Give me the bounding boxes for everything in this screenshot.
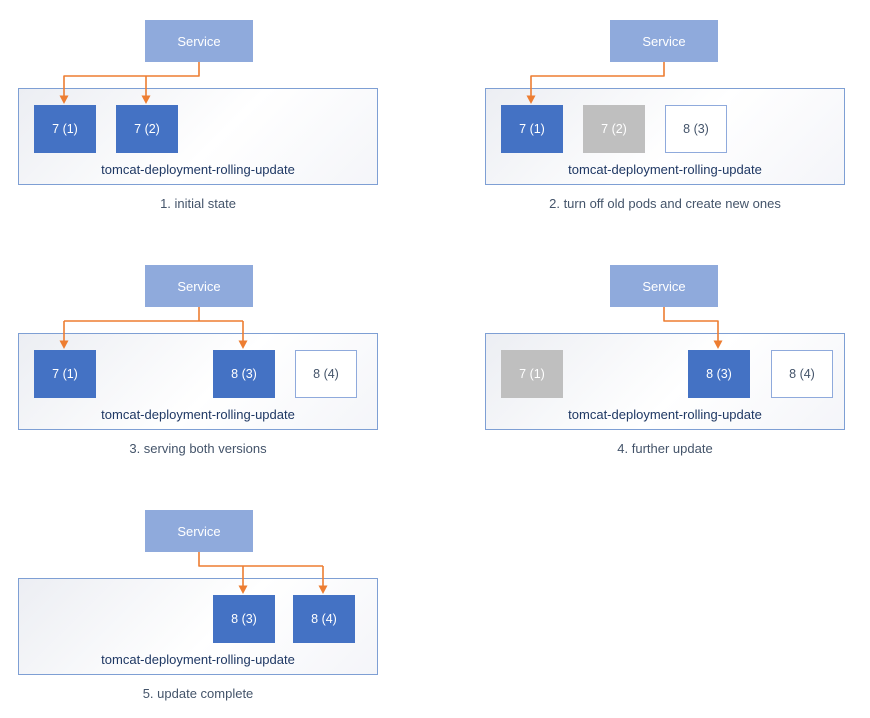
pod-8-3: 8 (3): [688, 350, 750, 398]
pod-7-2: 7 (2): [583, 105, 645, 153]
deployment-container: 7 (1) 7 (2) tomcat-deployment-rolling-up…: [18, 88, 378, 185]
pod-7-1: 7 (1): [34, 350, 96, 398]
service-label: Service: [177, 33, 221, 49]
service-box: Service: [610, 265, 718, 307]
panel-update-complete: Service 8 (3) 8 (4) tomcat-deployment-ro…: [0, 490, 435, 718]
deployment-container: 8 (3) 8 (4) tomcat-deployment-rolling-up…: [18, 578, 378, 675]
pod-8-4: 8 (4): [293, 595, 355, 643]
pod-7-1: 7 (1): [34, 105, 96, 153]
deployment-label: tomcat-deployment-rolling-update: [101, 652, 295, 667]
pod-8-3: 8 (3): [213, 595, 275, 643]
panel-caption: 4. further update: [617, 441, 713, 456]
pod-8-3: 8 (3): [665, 105, 727, 153]
pod-7-1: 7 (1): [501, 105, 563, 153]
pod-8-3: 8 (3): [213, 350, 275, 398]
deployment-label: tomcat-deployment-rolling-update: [101, 407, 295, 422]
panel-caption: 5. update complete: [142, 686, 254, 701]
service-label: Service: [642, 33, 686, 49]
panel-further-update: Service 7 (1) 8 (3) 8 (4) tomcat-deploym…: [435, 245, 870, 480]
service-box: Service: [610, 20, 718, 62]
panel-turn-off-old-pods: Service 7 (1) 7 (2) 8 (3) tomcat-deploym…: [435, 0, 870, 235]
deployment-label: tomcat-deployment-rolling-update: [101, 162, 295, 177]
pod-8-4: 8 (4): [771, 350, 833, 398]
panel-caption: 1. initial state: [160, 196, 236, 211]
pod-8-4: 8 (4): [295, 350, 357, 398]
service-label: Service: [177, 278, 221, 294]
panel-caption: 2. turn off old pods and create new ones: [549, 196, 781, 211]
panel-serving-both-versions: Service 7 (1) 8 (3) 8 (4) tomcat-deploym…: [0, 245, 435, 480]
service-label: Service: [642, 278, 686, 294]
panel-initial-state: Service 7 (1) 7 (2) tomcat-deployment-ro…: [0, 0, 435, 235]
service-box: Service: [145, 265, 253, 307]
service-box: Service: [145, 20, 253, 62]
deployment-container: 7 (1) 8 (3) 8 (4) tomcat-deployment-roll…: [485, 333, 845, 430]
deployment-label: tomcat-deployment-rolling-update: [568, 407, 762, 422]
deployment-container: 7 (1) 7 (2) 8 (3) tomcat-deployment-roll…: [485, 88, 845, 185]
pod-7-1: 7 (1): [501, 350, 563, 398]
pod-7-2: 7 (2): [116, 105, 178, 153]
deployment-container: 7 (1) 8 (3) 8 (4) tomcat-deployment-roll…: [18, 333, 378, 430]
service-label: Service: [177, 523, 221, 539]
service-box: Service: [145, 510, 253, 552]
deployment-label: tomcat-deployment-rolling-update: [568, 162, 762, 177]
panel-caption: 3. serving both versions: [129, 441, 267, 456]
